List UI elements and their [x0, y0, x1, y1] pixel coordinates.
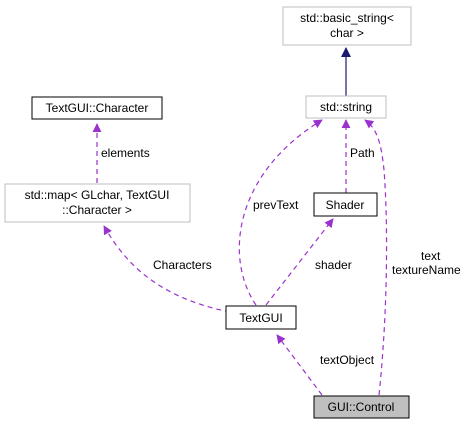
- node-std-string-label: std::string: [320, 100, 372, 114]
- node-textgui[interactable]: TextGUI: [225, 305, 297, 330]
- edge-prevtext: [238, 119, 323, 306]
- node-std-map[interactable]: std::map< GLchar, TextGUI ::Character >: [4, 183, 191, 223]
- edge-textobject: [276, 334, 323, 396]
- edge-shader: [265, 218, 334, 306]
- node-textgui-label: TextGUI: [239, 311, 282, 325]
- edge-label-characters: Characters: [153, 258, 212, 272]
- node-textgui-character-label: TextGUI::Character: [46, 101, 149, 115]
- node-std-map-line1: std::map< GLchar, TextGUI: [25, 188, 170, 202]
- edge-label-shader: shader: [315, 258, 352, 272]
- node-textgui-character[interactable]: TextGUI::Character: [31, 96, 163, 120]
- node-shader[interactable]: Shader: [313, 192, 378, 217]
- node-shader-label: Shader: [326, 198, 365, 212]
- node-gui-control-label: GUI::Control: [328, 400, 395, 414]
- node-std-string[interactable]: std::string: [305, 95, 387, 119]
- node-basic-string[interactable]: std::basic_string< char >: [282, 6, 412, 46]
- edge-label-texturename: textureName: [392, 263, 461, 277]
- node-std-map-line2: ::Character >: [62, 203, 132, 217]
- edge-label-text: text: [421, 249, 441, 263]
- node-basic-string-line2: char >: [330, 26, 364, 40]
- node-gui-control[interactable]: GUI::Control: [313, 395, 410, 419]
- edge-label-prevtext: prevText: [253, 198, 299, 212]
- edge-label-textobject: textObject: [320, 353, 375, 367]
- edge-text-texturename: [364, 119, 388, 396]
- node-basic-string-line1: std::basic_string<: [300, 11, 394, 25]
- edge-label-elements: elements: [101, 146, 150, 160]
- edge-label-path: Path: [350, 146, 375, 160]
